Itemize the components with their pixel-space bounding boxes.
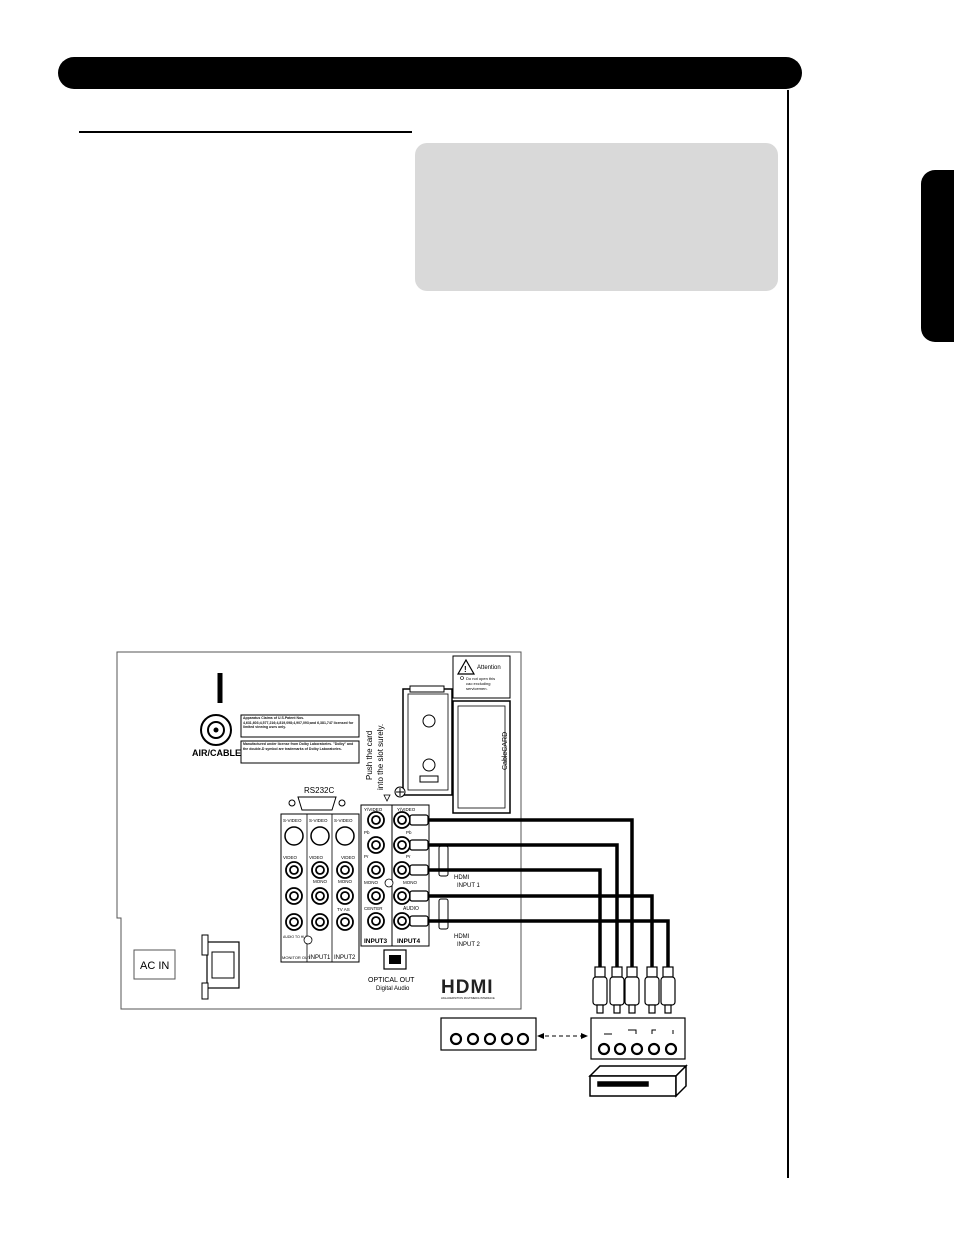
pb-label-3: Pb (364, 830, 370, 835)
input1-label: INPUT1 (309, 955, 331, 961)
pb-label-4: Pb (406, 830, 412, 835)
header-bar (58, 57, 802, 89)
hdmi-input2-port (438, 898, 449, 930)
attention-text-1: Do not open this (466, 676, 495, 681)
video-label-1: VIDEO (283, 855, 298, 860)
audio-label: AUDIO (403, 906, 419, 912)
video-label-2: VIDEO (309, 855, 324, 860)
ac-in-label: AC IN (140, 960, 169, 972)
attention-text-3: servicemen. (466, 686, 488, 691)
rca-jacks-component (367, 811, 411, 930)
pr-label-4: Pr (406, 854, 411, 859)
mono-label-3: MONO (364, 880, 378, 885)
input4-label: INPUT4 (397, 938, 421, 945)
svg-text:!: ! (464, 665, 467, 674)
mono-label-4: MONO (403, 880, 417, 885)
svideo-label-2: S-VIDEO (309, 818, 328, 823)
center-label: CENTER (364, 906, 383, 911)
side-tab (921, 170, 954, 342)
y-video-label-3: Y/VIDEO (364, 807, 383, 812)
svideo-label-1: S-VIDEO (283, 818, 302, 823)
hdmi-input1-label-1: HDMI (454, 875, 470, 881)
rca-jacks-left (285, 861, 354, 931)
mono-label-2: MONO (338, 879, 352, 884)
patent-note-2: Manufactured under license from Dolby La… (243, 742, 354, 751)
ac-in-box (133, 949, 176, 980)
optical-out-label: OPTICAL OUT (368, 977, 415, 984)
y-video-label-4: Y/VIDEO (397, 807, 416, 812)
alt-device-jacks (449, 1032, 530, 1046)
component-cables (428, 818, 670, 968)
patent-note-box-1 (240, 714, 360, 738)
note-box (415, 143, 778, 291)
hdmi-input2-label-2: INPUT 2 (457, 942, 481, 948)
svideo-jacks (284, 826, 355, 846)
video-label-3: VIDEO (341, 855, 356, 860)
cable-plugs-device (592, 966, 676, 1014)
hdmi-input1-label-2: INPUT 1 (457, 883, 481, 889)
rs232c-port (297, 796, 337, 811)
cablecard-slot (452, 700, 511, 814)
audio-to-hifi-label: AUDIO TO HI-FI (283, 935, 309, 939)
pr-label-3: Pr (364, 854, 369, 859)
dvd-player-icon (588, 1064, 688, 1098)
attention-text-2: cao excluding (466, 681, 490, 686)
right-margin-rule (787, 90, 789, 1178)
attention-title: Attention (477, 665, 501, 671)
patent-note-box-2 (240, 740, 360, 764)
rs232c-label: RS232C (304, 786, 334, 795)
section-rule (79, 131, 412, 133)
svideo-label-3: S-VIDEO (334, 818, 353, 823)
input3-label: INPUT3 (364, 938, 388, 945)
push-card-text-2: into the slot surely. (376, 724, 385, 790)
mono-label-1: MONO (313, 879, 327, 884)
hdmi-tagline: HIGH-DEFINITION MULTIMEDIA INTERFACE (441, 996, 495, 1000)
push-card-text-1: Push the card (365, 731, 374, 780)
input2-label: INPUT2 (334, 955, 356, 961)
monitor-out-label: MONITOR OUT (282, 955, 311, 960)
tv-as-label: TV AS (337, 907, 350, 912)
device-jacks (597, 1042, 678, 1056)
hdmi-logo: HDMI (441, 977, 494, 998)
warning-icon (456, 658, 476, 675)
patent-note-1: Apparatus Claims of U.S.Patent Nos. 4,63… (243, 716, 354, 730)
digital-audio-label: Digital Audio (376, 986, 410, 992)
cablecard-label: CableCARD (502, 732, 509, 770)
hdmi-input2-label-1: HDMI (454, 934, 470, 940)
antenna-label: AIR/CABLE (192, 748, 241, 758)
attention-box (452, 655, 511, 699)
